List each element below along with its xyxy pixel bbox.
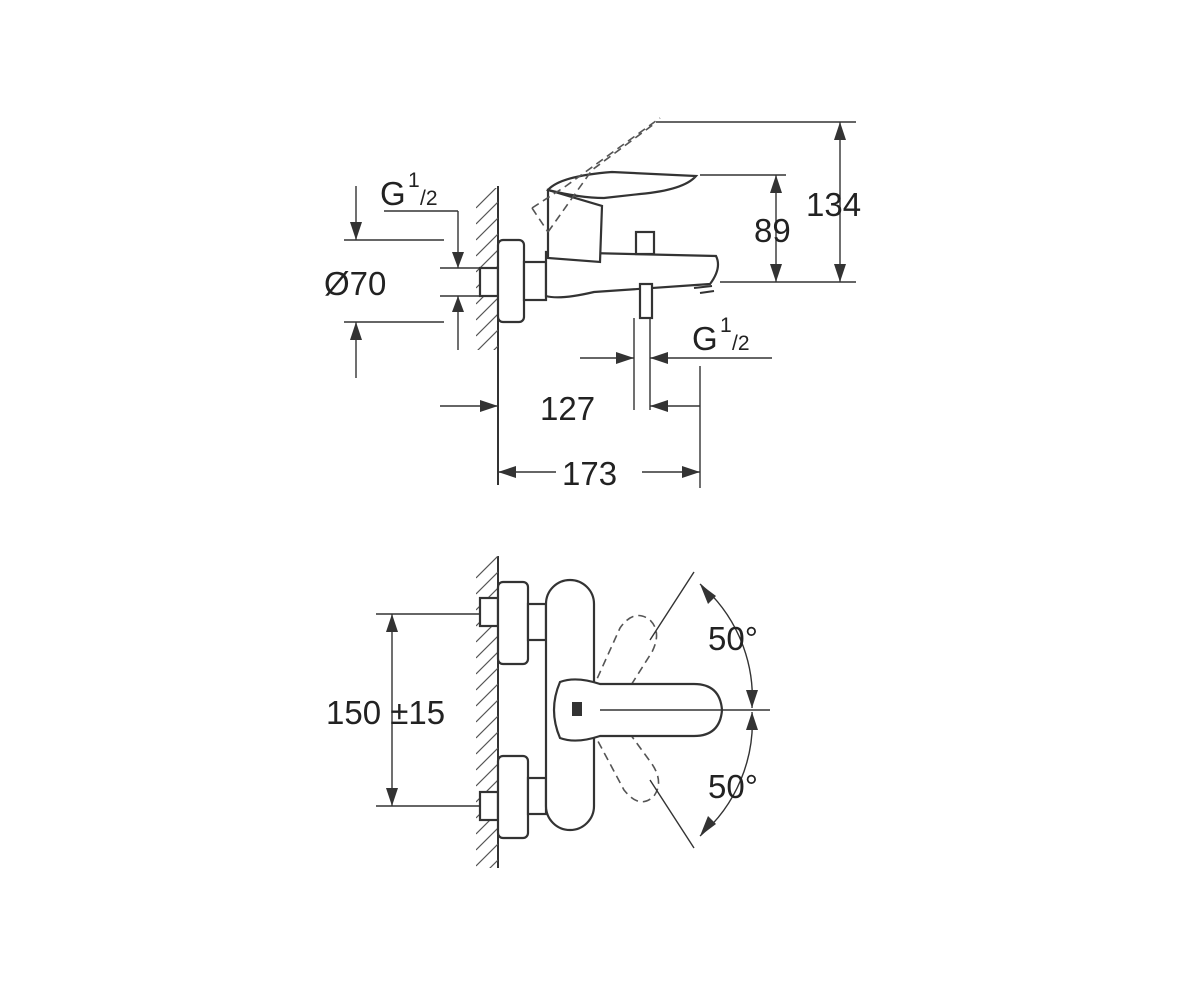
thread-inlet-label: G bbox=[380, 175, 406, 212]
dimension-diameter: Ø70 bbox=[324, 186, 444, 378]
mixer-side bbox=[478, 117, 720, 324]
diameter-label: Ø70 bbox=[324, 265, 386, 302]
depth-total-label: 173 bbox=[562, 455, 617, 492]
thread-inlet-sup: 1 bbox=[408, 169, 420, 192]
front-view: 150 ±15 50° 50° bbox=[326, 556, 770, 868]
spacing-label: 150 ±15 bbox=[326, 694, 445, 731]
dimension-depth-outlet: 127 bbox=[440, 366, 701, 488]
wall-side bbox=[476, 186, 499, 485]
dimension-spacing: 150 ±15 bbox=[326, 613, 480, 807]
mixer-front bbox=[478, 578, 724, 840]
dimension-angles: 50° 50° bbox=[600, 571, 770, 849]
height-total-label: 134 bbox=[806, 186, 861, 223]
angle-lower-label: 50° bbox=[708, 768, 758, 805]
thread-outlet-sub: /2 bbox=[732, 332, 750, 355]
side-view: Ø70 G 1 /2 134 bbox=[324, 117, 861, 492]
thread-outlet-label: G bbox=[692, 320, 718, 357]
thread-outlet-sup: 1 bbox=[720, 314, 732, 337]
thread-inlet-sub: /2 bbox=[420, 187, 438, 210]
height-spout-label: 89 bbox=[754, 212, 791, 249]
dimension-thread-outlet: G 1 /2 bbox=[580, 314, 772, 410]
angle-upper-label: 50° bbox=[708, 620, 758, 657]
depth-outlet-label: 127 bbox=[540, 390, 595, 427]
dimension-height-total: 134 bbox=[656, 121, 861, 283]
dimension-thread-inlet: G 1 /2 bbox=[380, 169, 480, 350]
dimension-height-spout: 89 bbox=[700, 174, 791, 282]
dimension-depth-total: 173 bbox=[498, 455, 700, 492]
